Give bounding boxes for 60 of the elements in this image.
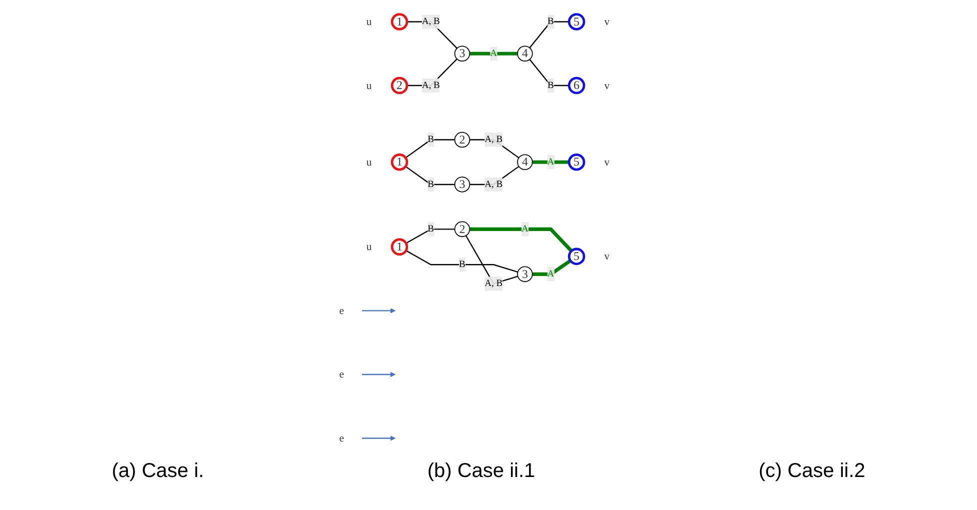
edge-label: A [548, 156, 555, 167]
vertex-tag-text: v [604, 156, 610, 168]
edge-label: A, B [485, 134, 504, 145]
caption-text: (a) Case i. [112, 460, 204, 483]
edge-line [466, 235, 518, 284]
vertex-tag-text: u [366, 240, 372, 253]
vertex-tag-text: u [366, 156, 372, 168]
vertex-circle: 5 [568, 153, 586, 171]
edge-label: B [548, 16, 554, 27]
edge-line [406, 139, 456, 158]
vertex-circle: 1 [391, 153, 409, 171]
edge-line [470, 52, 518, 56]
vertex-tag-text: u [366, 79, 372, 92]
edge-line [530, 59, 570, 86]
edge-line [407, 21, 458, 49]
vertex-tag-text: v [604, 79, 610, 92]
edge-line [532, 259, 572, 276]
edge-label: A [522, 224, 529, 234]
edge-label: B [428, 134, 435, 145]
edge-label: B [460, 259, 466, 270]
edge-line [532, 160, 570, 164]
edge-label: A [490, 48, 498, 58]
edge-name-text: e [340, 304, 345, 316]
vertex-tag-text: v [604, 250, 610, 262]
vertex-circle: 3 [454, 176, 471, 192]
edge-line [470, 227, 574, 252]
edge-line [530, 21, 570, 48]
vertex-tag-text: u [366, 16, 372, 28]
edge-label: A [548, 268, 555, 279]
vertex-circle: 1 [391, 238, 409, 256]
edge-label: A, B [485, 278, 504, 288]
edge-name-text: e [340, 432, 345, 444]
edge-label: A, B [485, 179, 504, 190]
arrow [362, 372, 396, 378]
vertex-circle: 6 [568, 76, 586, 94]
vertex-circle: 4 [518, 154, 534, 170]
vertex-circle: 2 [391, 76, 409, 94]
vertex-circle: 2 [454, 132, 471, 148]
edge-label: B [428, 224, 435, 234]
edge-label: A, B [422, 80, 440, 90]
vertex-circle: 5 [568, 248, 586, 266]
vertex-tag-text: v [604, 16, 610, 28]
vertex-circle: 4 [518, 46, 534, 62]
caption-text: (c) Case ii.2 [758, 460, 866, 483]
edge-line [406, 250, 518, 273]
vertex-circle: 1 [391, 13, 409, 30]
edge-label: B [548, 80, 554, 90]
edge-label: B [428, 179, 435, 190]
edge-line [470, 139, 520, 158]
edge-name-text: e [340, 368, 345, 380]
arrow [362, 308, 396, 314]
edge-line [407, 58, 458, 86]
caption-text: (b) Case ii.1 [427, 460, 536, 483]
vertex-circle: 3 [454, 46, 471, 62]
edge-label: A, B [422, 16, 440, 27]
edge-line [406, 228, 456, 244]
arrow [362, 436, 396, 441]
vertex-circle: 3 [518, 266, 534, 282]
vertex-circle: 5 [568, 13, 586, 30]
vertex-circle: 2 [454, 221, 471, 238]
